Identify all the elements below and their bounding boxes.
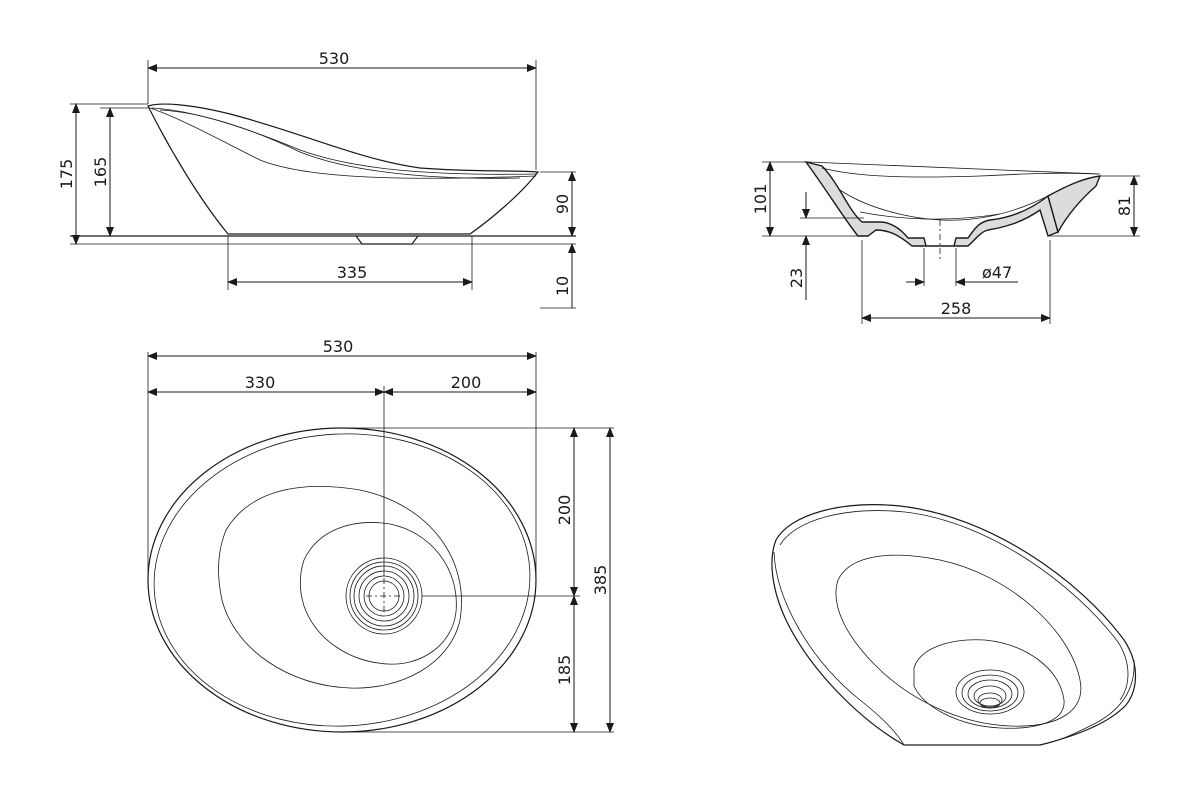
perspective-drain-ring xyxy=(961,674,1019,712)
perspective-basin-inner-contour xyxy=(913,639,1065,729)
perspective-drain-inner xyxy=(977,692,1003,708)
dim-side-rim-height: 90 xyxy=(553,194,572,214)
perspective-rim-thickness xyxy=(773,551,905,746)
dim-top-width: 385 xyxy=(591,565,610,596)
top-view-basin-contour xyxy=(218,485,462,689)
perspective-inner-rim xyxy=(779,510,1129,701)
dim-section-height: 101 xyxy=(751,184,770,215)
dim-side-base-length: 335 xyxy=(337,263,368,282)
dim-section-rim-height: 81 xyxy=(1115,196,1134,216)
top-view-inner-rim xyxy=(153,433,531,727)
dim-side-overall-height: 175 xyxy=(57,159,76,190)
dim-section-drain-offset: 23 xyxy=(787,268,806,288)
dim-top-top-to-drain: 200 xyxy=(555,495,574,526)
dim-section-base-width: 258 xyxy=(941,299,972,318)
side-view-rim-line xyxy=(149,107,537,179)
dim-top-drain-to-bottom: 185 xyxy=(555,655,574,686)
side-view-outer-profile xyxy=(147,103,540,235)
dim-side-inner-height: 165 xyxy=(91,157,110,188)
dim-side-drain-height: 10 xyxy=(553,276,572,296)
perspective-outer-rim xyxy=(771,504,1136,746)
top-view-basin-inner-contour xyxy=(299,522,457,665)
dim-top-length: 530 xyxy=(323,337,354,356)
section-view: 101 81 23 ø47 258 xyxy=(751,160,1140,324)
side-view: 530 335 175 165 90 10 xyxy=(57,49,576,309)
perspective-view xyxy=(771,504,1136,746)
section-handle-right xyxy=(1047,175,1102,234)
dim-section-drain-diameter: ø47 xyxy=(982,263,1012,282)
perspective-drain-ring xyxy=(973,685,1007,707)
side-view-inner-profile-2 xyxy=(159,109,521,179)
perspective-drain-hole xyxy=(979,697,1001,709)
dim-top-left-to-drain: 330 xyxy=(245,373,276,392)
section-basin-interior xyxy=(839,189,1049,221)
top-view: 530 330 200 200 185 385 xyxy=(147,337,614,733)
section-rim-line xyxy=(807,161,1101,175)
dim-top-drain-to-right: 200 xyxy=(451,373,482,392)
section-basin-interior-2 xyxy=(859,211,1001,220)
dim-side-length: 530 xyxy=(319,49,350,68)
top-view-outer-rim xyxy=(147,427,537,733)
side-view-drain xyxy=(355,235,419,245)
perspective-drain-outer xyxy=(955,669,1025,715)
perspective-rim-thickness-right xyxy=(1039,659,1135,746)
section-basin-surface xyxy=(821,167,1099,178)
perspective-basin-contour xyxy=(835,554,1082,727)
